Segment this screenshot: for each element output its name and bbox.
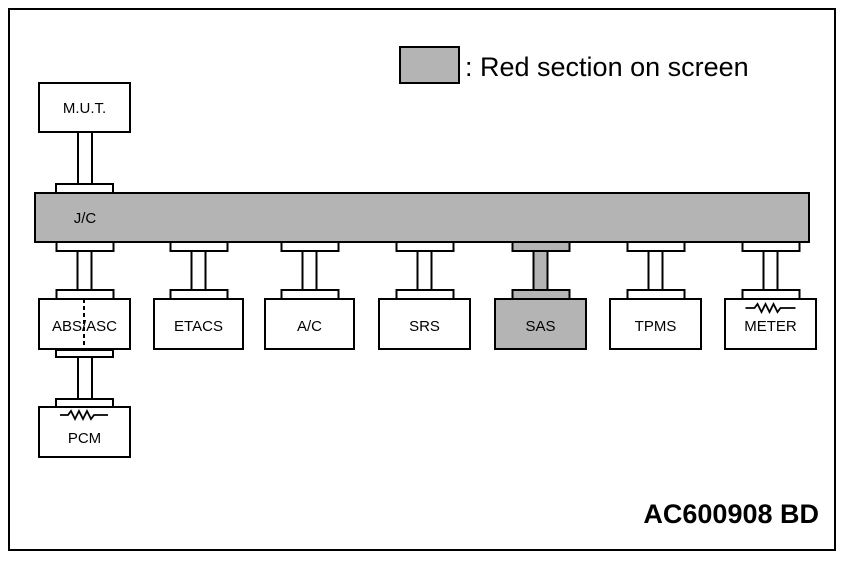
meter-label: METER <box>744 318 797 335</box>
abs-asc-label: ABS/ASC <box>52 318 117 335</box>
pcm-top-connector <box>55 398 114 408</box>
etacs-box <box>153 298 244 350</box>
sas-box <box>494 298 587 350</box>
diagram-frame <box>8 8 836 551</box>
mut-jc-connector <box>55 183 114 194</box>
legend-text: : Red section on screen <box>465 52 749 82</box>
module-ac: A/C <box>264 241 355 350</box>
module-etacs: ETACS <box>153 241 244 350</box>
sas-label: SAS <box>525 318 555 335</box>
sas-wire-pair <box>532 250 549 291</box>
ac-bus-connector <box>280 241 340 252</box>
module-meter: METER <box>724 241 817 350</box>
meter-resistor-icon <box>745 301 796 315</box>
abs-bottom-connector <box>55 349 114 358</box>
figure-code: AC600908 BD <box>643 499 819 529</box>
jc-bar <box>34 192 810 243</box>
module-srs: SRS <box>378 241 471 350</box>
modules-layer: ABS/ASC ETACS A/C SRS SAS TPMS METER <box>38 241 817 350</box>
meter-box-connector <box>741 289 801 300</box>
tpms-bus-connector <box>626 241 686 252</box>
srs-bus-connector <box>395 241 455 252</box>
mut-box <box>38 82 131 133</box>
pcm-resistor-icon <box>60 408 108 422</box>
mut-label: M.U.T. <box>63 100 106 117</box>
abs-asc-bus-connector <box>55 241 115 252</box>
legend-swatch <box>399 46 460 84</box>
mut-unit: M.U.T. <box>38 82 131 133</box>
tpms-box <box>609 298 702 350</box>
meter-box <box>724 298 817 350</box>
etacs-label: ETACS <box>174 318 223 335</box>
pcm-unit: PCM <box>38 406 131 458</box>
abs-asc-box-connector <box>55 289 115 300</box>
pcm-connection <box>55 349 114 408</box>
module-sas: SAS <box>494 241 587 350</box>
etacs-bus-connector <box>169 241 229 252</box>
module-tpms: TPMS <box>609 241 702 350</box>
tpms-label: TPMS <box>635 318 677 335</box>
meter-bus-connector <box>741 241 801 252</box>
ac-box-connector <box>280 289 340 300</box>
srs-label: SRS <box>409 318 440 335</box>
ac-label: A/C <box>297 318 322 335</box>
srs-box-connector <box>395 289 455 300</box>
jc-bus: J/C <box>34 192 810 243</box>
legend: : Red section on screen <box>399 46 749 84</box>
sas-box-connector <box>511 289 571 300</box>
sas-bus-connector <box>511 241 571 252</box>
ac-box <box>264 298 355 350</box>
tpms-box-connector <box>626 289 686 300</box>
jc-label: J/C <box>74 210 97 227</box>
etacs-box-connector <box>169 289 229 300</box>
srs-box <box>378 298 471 350</box>
pcm-label: PCM <box>68 430 101 447</box>
